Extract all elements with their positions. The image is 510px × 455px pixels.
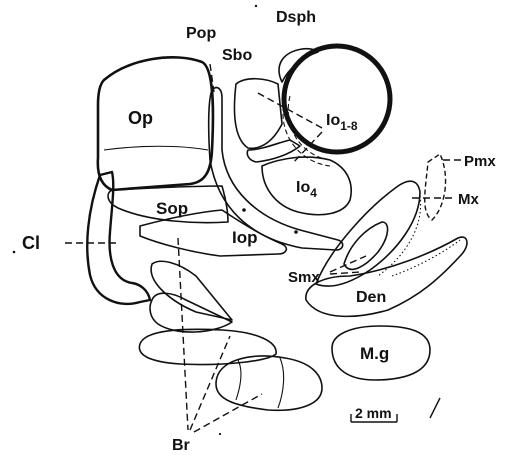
scale-bar-label: 2 mm [355,405,392,421]
sclerotic-ring [283,98,330,166]
leader-line-smx [330,272,360,274]
label-den: Den [356,289,386,306]
dentary-teeth [392,240,460,276]
label-io4: Io4 [296,179,317,200]
speck [219,433,221,435]
branchiostegal-ray [139,329,276,364]
label-smx: Smx [288,269,320,286]
branchiostegal-ray [151,261,232,320]
label-mx: Mx [458,191,479,208]
label-sbo: Sbo [222,47,252,64]
branchiostegal-divider [278,358,284,408]
label-cl: Cl [22,233,40,253]
maxilla-outline [316,181,420,286]
label-io-1-8: Io1-8 [326,112,358,133]
label-iop: Iop [232,228,258,247]
opercle-inner-line [104,146,208,150]
label-br: Br [172,437,190,454]
speck [13,251,16,254]
branchiostegal-ray [216,356,322,410]
label-pmx: Pmx [464,153,496,170]
opercle-outline [98,57,213,190]
stray-mark [430,398,440,418]
cleithrum-outline [87,172,150,304]
premaxilla-outline [425,154,446,220]
suborbital-bone [235,79,283,149]
preopercle-outline [209,88,343,250]
label-pop: Pop [186,25,216,42]
branchiostegal-ray [150,293,232,332]
label-op: Op [128,108,153,128]
speck [255,5,257,7]
label-sop: Sop [156,199,188,218]
preopercle-pore [242,208,246,212]
label-mg: M.g [360,344,389,363]
label-dsph: Dsph [276,9,316,26]
leader-line-smx [330,256,366,272]
branchiostegal-divider [236,360,241,400]
preopercle-pore [294,230,298,234]
